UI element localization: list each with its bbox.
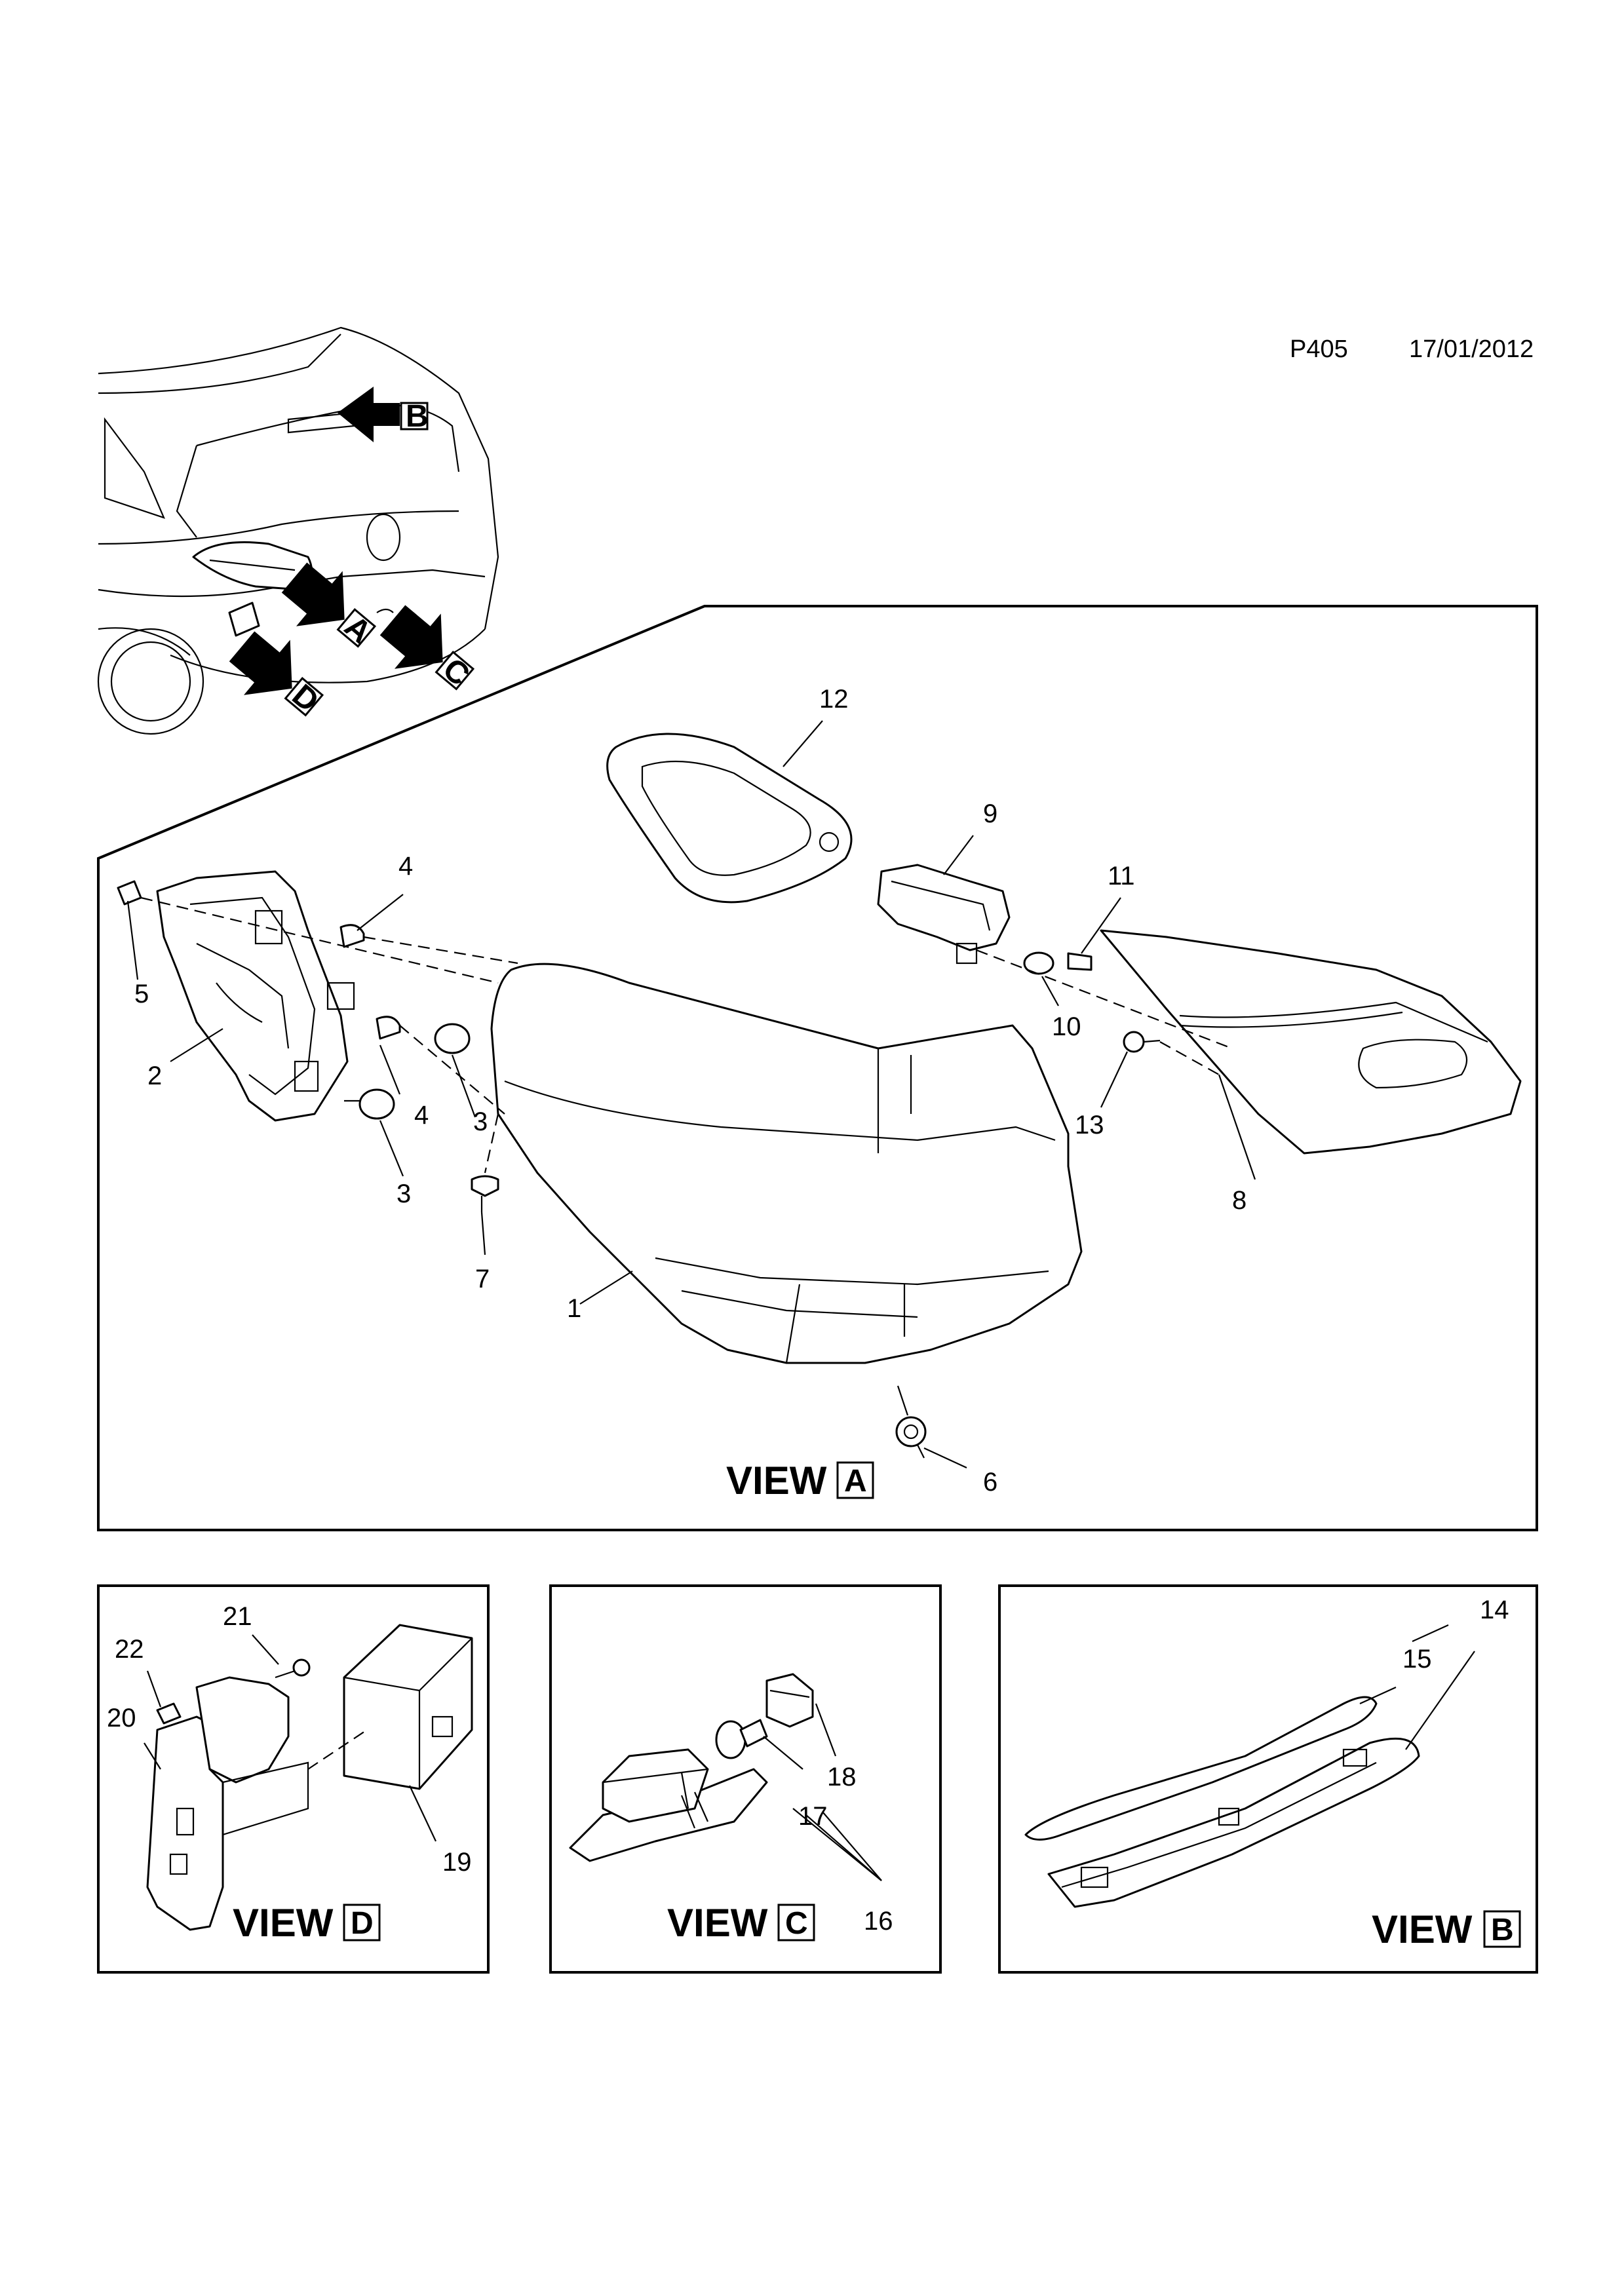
callout-10: 10 — [1052, 1012, 1081, 1041]
view-d-letter: D — [351, 1906, 374, 1941]
view-b-frame — [998, 1584, 1538, 1974]
callout-17: 17 — [798, 1802, 828, 1831]
callout-11: 11 — [1108, 862, 1135, 890]
view-b-parts — [1024, 1624, 1475, 1908]
callout-12: 12 — [819, 685, 849, 714]
callout-16: 16 — [864, 1907, 893, 1936]
callout-2: 2 — [147, 1062, 162, 1090]
view-c-parts — [569, 1673, 882, 1881]
callout-14: 14 — [1480, 1596, 1509, 1624]
view-d-parts — [144, 1624, 473, 1931]
view-c-letter: C — [785, 1906, 808, 1941]
callout-3-left: 3 — [396, 1179, 411, 1208]
callout-15: 15 — [1402, 1645, 1432, 1674]
callout-19: 19 — [442, 1848, 472, 1877]
view-d-word: VIEW — [233, 1901, 334, 1945]
view-a-word: VIEW — [726, 1459, 827, 1502]
callout-7: 7 — [475, 1265, 490, 1293]
callout-20: 20 — [107, 1704, 136, 1732]
callout-22: 22 — [115, 1635, 144, 1664]
callout-13: 13 — [1075, 1111, 1104, 1139]
callout-1: 1 — [567, 1294, 581, 1323]
view-a-leaders — [126, 720, 1256, 1468]
arrow-label-b: B — [406, 399, 429, 434]
view-b-word: VIEW — [1372, 1907, 1473, 1951]
callout-9: 9 — [983, 799, 997, 828]
callout-3-right: 3 — [473, 1107, 488, 1136]
callout-6: 6 — [983, 1468, 997, 1497]
view-c-word: VIEW — [667, 1901, 768, 1945]
view-a-parts — [117, 733, 1522, 1459]
callout-4-bottom: 4 — [414, 1101, 429, 1130]
callout-21: 21 — [223, 1602, 252, 1631]
view-b-letter: B — [1491, 1913, 1514, 1947]
view-d-frame — [97, 1584, 490, 1974]
callout-4-top: 4 — [398, 852, 413, 881]
vehicle-overview: B A C D — [97, 326, 499, 735]
view-a-frame — [97, 605, 1538, 1531]
callout-5: 5 — [134, 980, 149, 1008]
callout-8: 8 — [1232, 1186, 1247, 1215]
page-code: P405 — [1290, 335, 1348, 363]
view-c-frame — [549, 1584, 942, 1974]
diagram-date: 17/01/2012 — [1409, 335, 1534, 363]
callout-18: 18 — [827, 1763, 857, 1791]
view-a-letter: A — [844, 1464, 867, 1499]
